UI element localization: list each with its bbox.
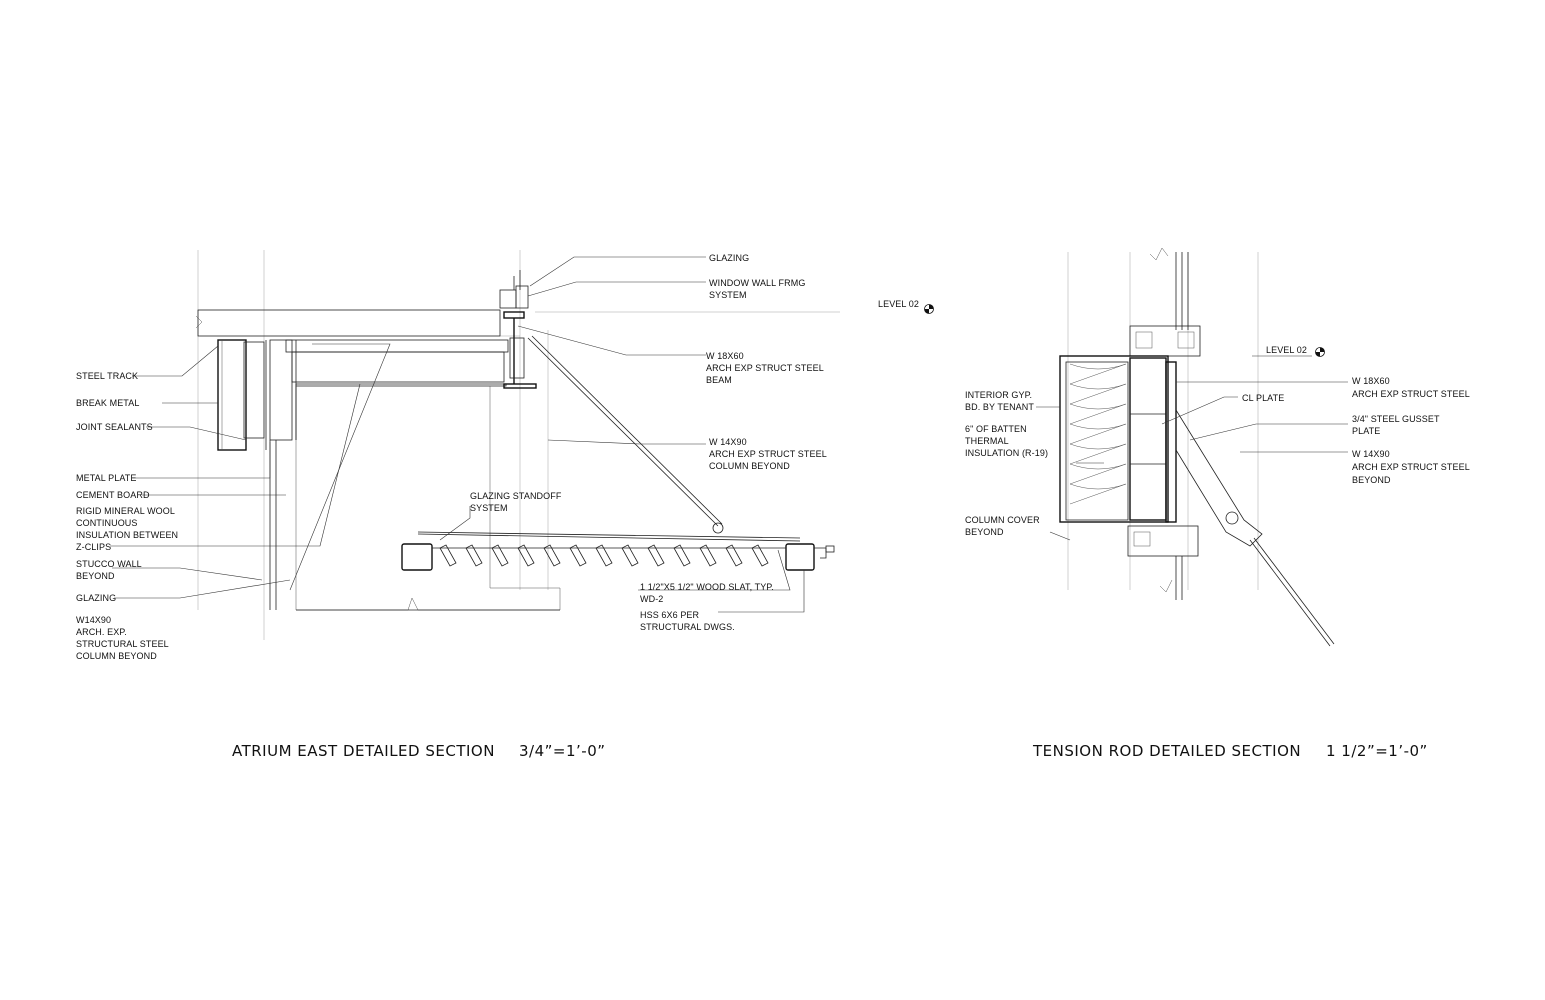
wood-slats [439, 544, 769, 567]
hss-left [401, 543, 433, 571]
label-interior-gyp: INTERIOR GYP. BD. BY TENANT [965, 390, 1035, 412]
label-column-cover: COLUMN COVER BEYOND [965, 515, 1042, 537]
scale-atrium-east: 3/4”=1’-0” [519, 742, 606, 760]
label-w14-column-2: W 14X90 ARCH EXP STRUCT STEEL BEYOND [1352, 449, 1472, 485]
label-glazing-top: GLAZING [709, 253, 749, 263]
label-level-02-1: LEVEL 02 [878, 299, 919, 309]
title-tension-rod: TENSION ROD DETAILED SECTION [1032, 742, 1301, 760]
label-glazing-standoff: GLAZING STANDOFF SYSTEM [470, 491, 564, 513]
label-w18-beam-2: W 18X60 ARCH EXP STRUCT STEEL [1352, 376, 1470, 399]
label-batten-insulation: 6" OF BATTEN THERMAL INSULATION (R-19) [965, 424, 1048, 458]
label-steel-track: STEEL TRACK [76, 371, 138, 381]
label-w18-beam: W 18X60 ARCH EXP STRUCT STEEL BEAM [706, 351, 826, 385]
batt-insulation [1069, 363, 1127, 505]
column-cover [1059, 355, 1169, 523]
w18-beam [503, 311, 537, 389]
label-rigid-insulation: RIGID MINERAL WOOL CONTINUOUS INSULATION… [76, 506, 181, 552]
label-w14-column-left: W14X90 ARCH. EXP. STRUCTURAL STEEL COLUM… [76, 615, 171, 661]
level-02-marker-2 [1315, 347, 1325, 357]
level-02-marker-1 [924, 304, 934, 314]
label-hss: HSS 6X6 PER STRUCTURAL DWGS. [640, 610, 735, 632]
atrium-east-section [110, 250, 934, 640]
window-wall-frame [499, 270, 529, 309]
label-joint-sealants: JOINT SEALANTS [76, 422, 153, 432]
tension-rod-section [1036, 247, 1348, 647]
label-stucco-wall: STUCCO WALL BEYOND [76, 559, 144, 581]
hss-right [785, 543, 815, 571]
label-gusset-plate: 3/4" STEEL GUSSET PLATE [1352, 414, 1442, 436]
label-w14-column-right: W 14X90 ARCH EXP STRUCT STEEL COLUMN BEY… [709, 437, 829, 471]
tension-rod-labels: INTERIOR GYP. BD. BY TENANT 6" OF BATTEN… [965, 345, 1472, 760]
label-wood-slat: 1 1/2"X5 1/2" WOOD SLAT, TYP. WD-2 [640, 582, 776, 604]
label-window-wall: WINDOW WALL FRMG SYSTEM [709, 278, 808, 300]
w14-column [1129, 357, 1177, 523]
break-metal [217, 339, 247, 451]
rigid-insulation [291, 351, 505, 383]
scale-tension-rod: 1 1/2”=1’-0” [1326, 742, 1428, 760]
title-atrium-east: ATRIUM EAST DETAILED SECTION [232, 742, 495, 760]
label-metal-plate: METAL PLATE [76, 473, 136, 483]
label-cement-board: CEMENT BOARD [76, 490, 150, 500]
label-cl-plate: CL PLATE [1242, 393, 1284, 403]
atrium-labels: STEEL TRACK BREAK METAL JOINT SEALANTS M… [76, 253, 919, 760]
label-level-02-2: LEVEL 02 [1266, 345, 1307, 355]
label-glazing-left: GLAZING [76, 593, 116, 603]
label-break-metal: BREAK METAL [76, 398, 139, 408]
